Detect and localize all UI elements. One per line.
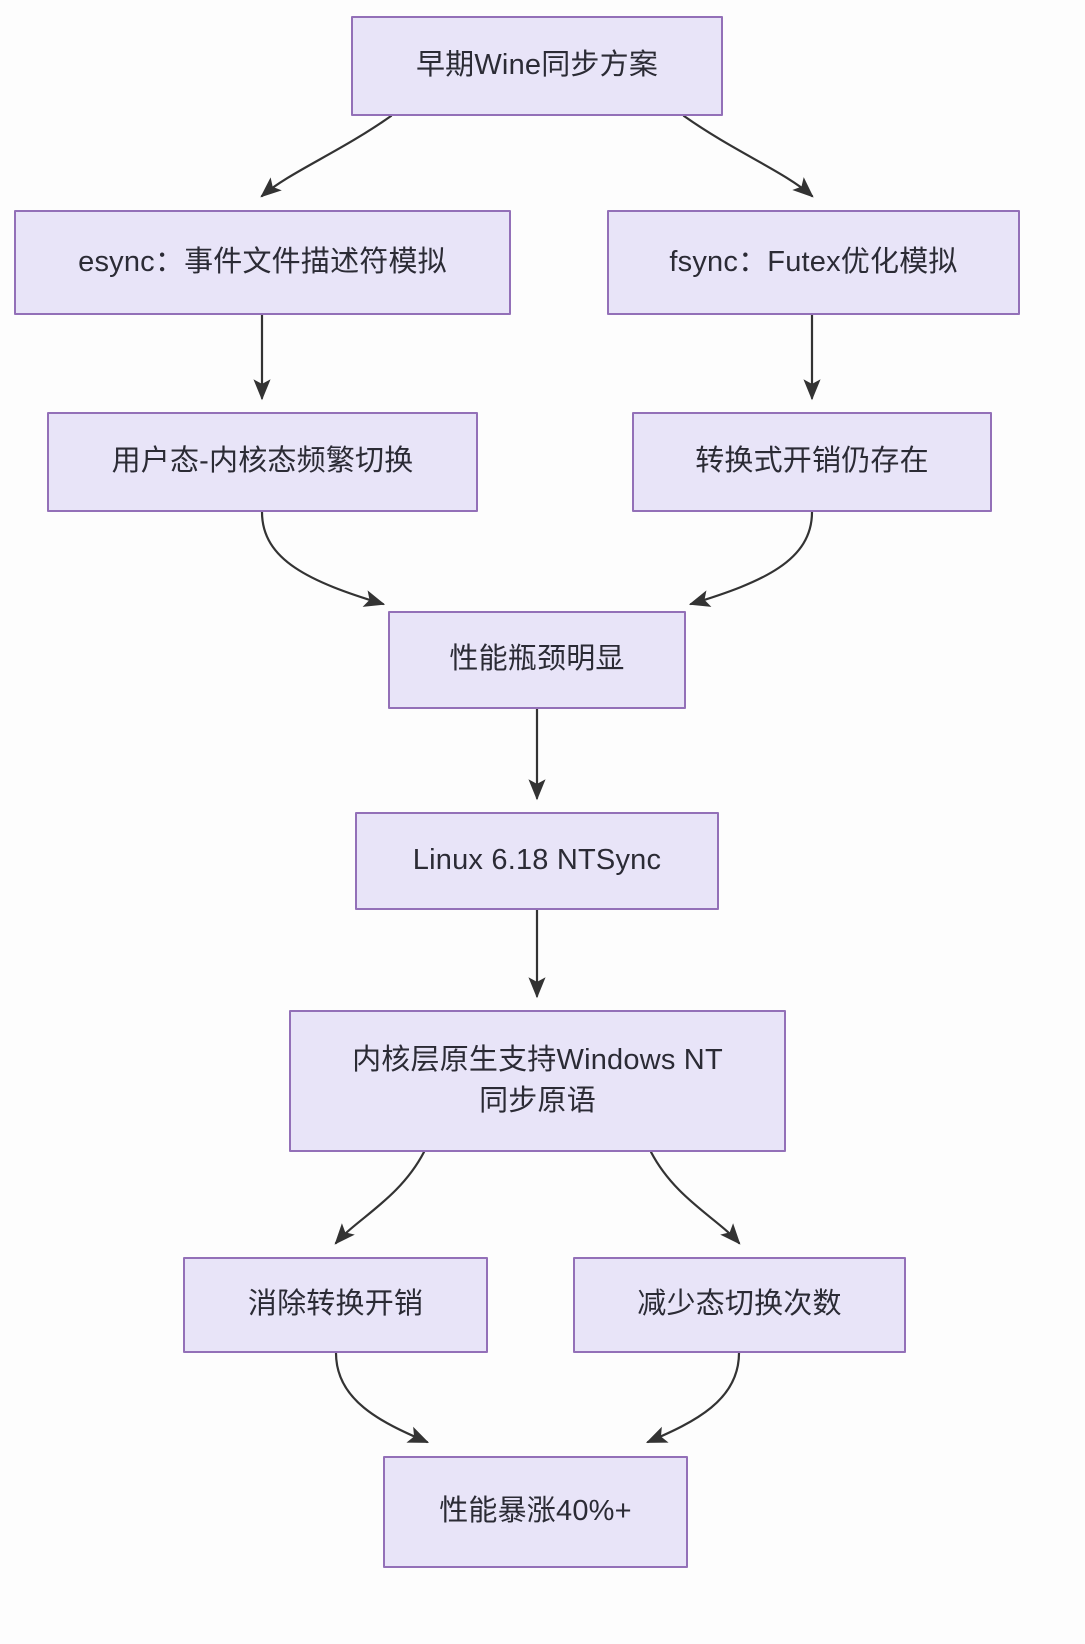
flowchart-node-n6[interactable]: 性能瓶颈明显 — [388, 611, 686, 709]
flowchart-node-label: fsync：Futex优化模拟 — [669, 245, 958, 278]
flowchart-node-n2[interactable]: esync：事件文件描述符模拟 — [14, 210, 511, 315]
flowchart-node-n9[interactable]: 消除转换开销 — [183, 1257, 488, 1353]
flowchart-node-n8[interactable]: 内核层原生支持Windows NT 同步原语 — [289, 1010, 786, 1152]
flowchart-node-label: 消除转换开销 — [247, 1288, 424, 1321]
flowchart-edge-n4-to-n6 — [260, 510, 386, 607]
flowchart-edge-n5-to-n6 — [688, 510, 814, 607]
flowchart-node-label: 性能瓶颈明显 — [449, 643, 625, 676]
flowchart-node-label: 减少态切换次数 — [637, 1288, 842, 1321]
flowchart-node-label: 早期Wine同步方案 — [415, 49, 659, 82]
flowchart-edge-n10-to-n11 — [645, 1351, 741, 1444]
flowchart-node-label: 转换式开销仍存在 — [695, 445, 929, 478]
flowchart-edge-n1-to-n2 — [260, 114, 393, 198]
flowchart-node-label: 性能暴涨40%+ — [439, 1495, 632, 1528]
flowchart-node-label: esync：事件文件描述符模拟 — [78, 245, 447, 278]
flowchart-node-label: 内核层原生支持Windows NT 同步原语 — [352, 1043, 723, 1117]
flowchart-node-n7[interactable]: Linux 6.18 NTSync — [355, 812, 719, 910]
flowchart-edge-n8-to-n10 — [649, 1150, 741, 1245]
flowchart-node-n4[interactable]: 用户态-内核态频繁切换 — [47, 412, 478, 512]
flowchart-node-n1[interactable]: 早期Wine同步方案 — [351, 16, 723, 116]
flowchart-edge-n8-to-n9 — [334, 1150, 426, 1245]
flowchart-node-n10[interactable]: 减少态切换次数 — [573, 1257, 906, 1353]
flowchart-node-label: 用户态-内核态频繁切换 — [111, 445, 414, 478]
flowchart-edge-n1-to-n3 — [682, 114, 814, 198]
flowchart-edge-n9-to-n11 — [334, 1351, 430, 1444]
flowchart-node-n11[interactable]: 性能暴涨40%+ — [383, 1456, 688, 1568]
flowchart-node-label: Linux 6.18 NTSync — [412, 844, 662, 877]
flowchart-node-n5[interactable]: 转换式开销仍存在 — [632, 412, 992, 512]
flowchart-node-n3[interactable]: fsync：Futex优化模拟 — [607, 210, 1020, 315]
